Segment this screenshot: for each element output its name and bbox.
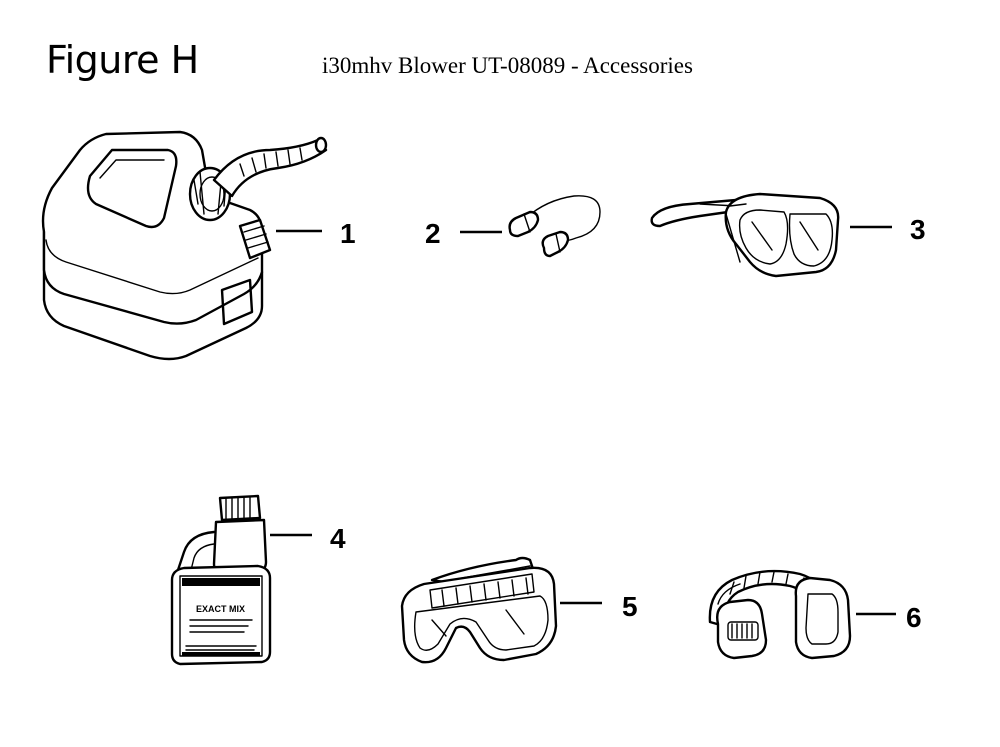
callout-2: 2 xyxy=(425,218,441,249)
callout-4: 4 xyxy=(330,523,346,554)
fuel-can-icon xyxy=(41,130,328,361)
callout-1: 1 xyxy=(340,218,356,249)
callout-6: 6 xyxy=(906,602,922,633)
figure-label: Figure H xyxy=(46,38,199,82)
safety-goggles-icon xyxy=(400,556,558,664)
page-title: i30mhv Blower UT-08089 - Accessories xyxy=(322,53,693,78)
oil-bottle-icon: EXACT MIX xyxy=(170,494,272,666)
bottle-label-brand: EXACT MIX xyxy=(196,604,245,614)
safety-glasses-icon xyxy=(650,192,840,278)
callout-3: 3 xyxy=(910,214,926,245)
earplugs-icon xyxy=(508,195,601,258)
callout-5: 5 xyxy=(622,591,638,622)
earmuffs-icon xyxy=(708,569,852,660)
